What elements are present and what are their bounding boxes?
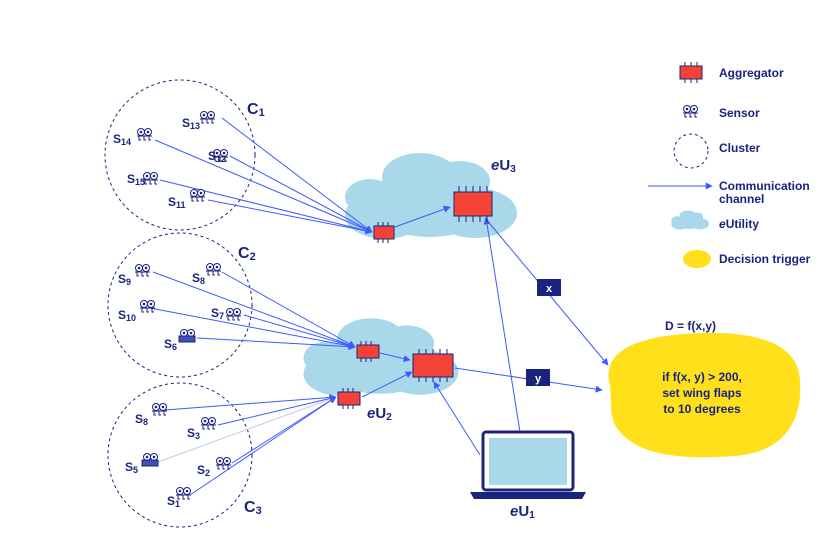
legend-trigger-icon	[683, 250, 711, 268]
sensor-label: S9	[118, 272, 131, 287]
arrows-c3-to-aggregator	[157, 393, 337, 496]
cluster-c1-boundary	[104, 79, 256, 231]
channel-x-tag	[537, 279, 561, 296]
cluster-label-c1: C1	[247, 101, 265, 119]
channel-y-tag	[526, 369, 550, 386]
sensor-icon	[190, 189, 205, 202]
decision-line-2: set wing flaps	[662, 386, 742, 400]
sensor-label: S6	[164, 337, 177, 352]
sensor-label: S3	[187, 426, 200, 441]
sensor-icon	[141, 453, 159, 467]
legend-cluster-icon	[673, 133, 709, 169]
sensor-label: S12	[208, 149, 226, 164]
legend-trigger-label: Decision trigger	[719, 252, 811, 266]
sensor-label: S2	[197, 463, 210, 478]
sensor-icon	[216, 457, 231, 470]
arrows-c1-to-aggregator	[154, 117, 373, 235]
aggregator-eu2-large	[412, 349, 454, 382]
decision-line-3: to 10 degrees	[663, 402, 741, 416]
sensor-icon	[140, 300, 155, 313]
eutility-label-eu3: eU3	[491, 157, 516, 175]
sensor-label: S11	[168, 195, 186, 210]
sensor-icon	[213, 149, 228, 162]
aggregator-c2	[356, 341, 380, 362]
sensor-label: S7	[211, 306, 224, 321]
sensor-icon	[201, 417, 216, 430]
sensor-label: S5	[125, 460, 138, 475]
sensor-icon	[178, 329, 196, 343]
legend-eutility-label: eUtility	[719, 217, 759, 231]
eutility-label-eu1: eU1	[510, 503, 535, 521]
sensor-label: S14	[113, 132, 131, 147]
channel-y-label: y	[535, 373, 542, 385]
legend-cluster-label: Cluster	[719, 141, 761, 155]
legend-sensor-icon	[683, 105, 698, 118]
sensor-label: S8	[135, 412, 148, 427]
cluster-label-c2: C2	[238, 245, 256, 263]
channel-x-label: x	[546, 283, 553, 295]
decision-formula: D = f(x,y)	[665, 319, 716, 333]
sensor-icon	[176, 487, 191, 500]
sensor-icon	[226, 308, 241, 321]
cluster-label-c3: C3	[244, 499, 262, 517]
cluster-c2-boundary	[107, 232, 253, 378]
arrows-c2-to-aggregator	[149, 271, 356, 351]
aggregator-c3	[337, 388, 361, 409]
laptop-icon	[470, 430, 586, 499]
legend-sensor-label: Sensor	[719, 106, 760, 120]
sensor-label: S1	[167, 494, 180, 509]
eutility-label-eu2: eU2	[367, 405, 392, 423]
legend-aggregator-label: Aggregator	[719, 66, 784, 80]
sensor-icon	[135, 264, 150, 277]
aggregator-eu3-large	[453, 186, 493, 222]
legend-channel-label-1: Communication	[719, 179, 810, 193]
legend: Aggregator Sensor Cluster Communication …	[648, 62, 811, 268]
legend-eutility-icon	[671, 210, 710, 230]
sensor-label: S13	[182, 116, 200, 131]
legend-channel-label-2: channel	[719, 192, 764, 206]
sensor-icon	[137, 128, 152, 141]
sensor-icon	[143, 172, 158, 185]
sensor-icon	[152, 403, 167, 416]
sensor-icon	[200, 111, 215, 124]
sensor-label: S10	[118, 308, 136, 323]
sensor-icon	[206, 263, 221, 276]
decision-line-1: if f(x, y) > 200,	[662, 370, 742, 384]
legend-aggregator-icon	[679, 62, 703, 83]
cluster-c3-boundary	[107, 382, 253, 528]
aggregator-c1	[373, 222, 395, 243]
sensor-label: S8	[192, 271, 205, 286]
sensor-label: S15	[127, 172, 145, 187]
decision-trigger-blob	[608, 332, 801, 458]
